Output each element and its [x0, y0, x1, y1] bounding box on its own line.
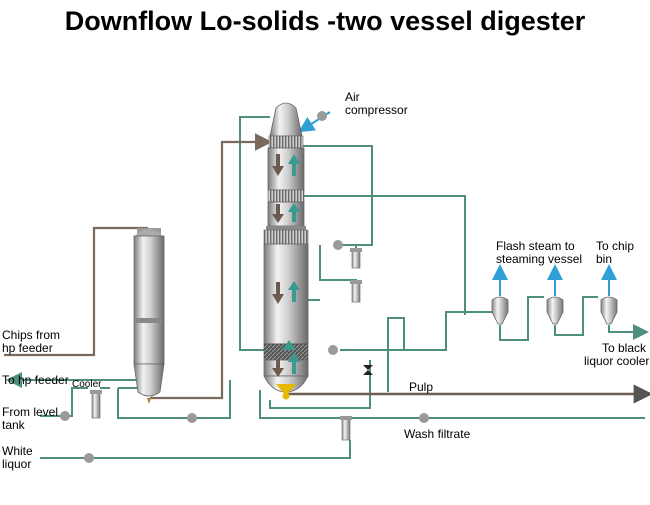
- label-cooler: Cooler: [72, 379, 102, 390]
- label-flash-steam: Flash steam to steaming vessel: [496, 239, 583, 266]
- heater-2: [350, 280, 362, 303]
- pumps: [60, 111, 429, 463]
- label-from-level-tank: From level tank: [2, 405, 59, 432]
- steam-lines: [298, 111, 617, 296]
- label-black-liquor-cooler: To black liquor cooler: [584, 341, 650, 368]
- chip-lines: [4, 133, 273, 400]
- diagram-title: Downflow Lo-solids -two vessel digester: [64, 6, 586, 36]
- label-white-liquor: White liquor: [2, 444, 33, 471]
- cooler-exchanger: [90, 390, 102, 419]
- impregnation-vessel: [133, 228, 165, 404]
- heater-3: [340, 416, 352, 441]
- digester-flow-arrows: [272, 154, 300, 377]
- label-chips-from: Chips from hp feeder: [2, 328, 61, 355]
- control-valve: [363, 365, 373, 375]
- flash-tank-2: [546, 296, 564, 325]
- flash-tank-3: [600, 296, 618, 325]
- label-pulp: Pulp: [409, 380, 434, 394]
- label-air-compressor: Air compressor: [345, 90, 408, 117]
- label-wash-filtrate: Wash filtrate: [404, 427, 471, 441]
- label-chip-bin: To chip bin: [596, 239, 635, 266]
- heater-1: [350, 248, 362, 269]
- label-to-hp-feeder: To hp feeder: [2, 373, 69, 387]
- flash-tank-1: [491, 296, 509, 325]
- digester-vessel: [263, 102, 309, 400]
- liquor-pipes: [6, 116, 649, 459]
